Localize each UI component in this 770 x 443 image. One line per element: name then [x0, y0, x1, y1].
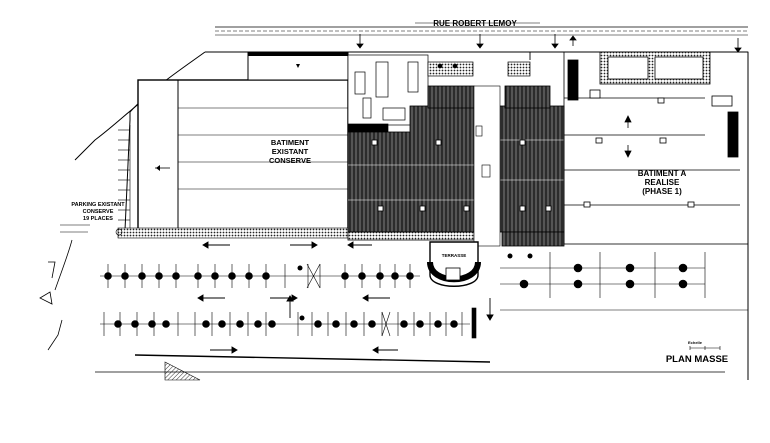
bottom-hatched-zone	[164, 361, 201, 381]
building-a-label-1: BATIMENT A	[638, 169, 687, 178]
parking-label-2: CONSERVE	[83, 209, 114, 215]
hatched-blocks	[347, 85, 565, 247]
terrace	[427, 241, 481, 287]
parking-label-1: PARKING EXISTANT	[71, 202, 125, 208]
traffic-arrows	[197, 52, 531, 354]
parking-rows-right	[500, 252, 748, 311]
street-access-arrows	[356, 34, 742, 53]
scale-bar	[689, 346, 721, 350]
plan-title: PLAN MASSE	[666, 354, 728, 365]
scale-label: Echelle	[688, 340, 703, 345]
accessible-parking-icons	[297, 253, 533, 321]
parking-row-1	[104, 264, 414, 288]
building-a	[563, 51, 749, 245]
corridor	[473, 85, 501, 247]
parking-label-3: 19 PLACES	[83, 216, 113, 222]
street-label: RUE ROBERT LEMOY	[433, 19, 517, 28]
building-a-label-3: (PHASE 1)	[642, 187, 682, 196]
existing-building	[117, 51, 349, 239]
access-curves	[39, 239, 73, 351]
parking-rows	[100, 263, 477, 339]
parking-row-2	[103, 312, 463, 336]
existing-building-label-2: EXISTANT	[272, 147, 309, 156]
building-a-label-2: REALISE	[645, 178, 680, 187]
terrace-label: TERRASSE	[442, 253, 467, 258]
existing-building-label-1: BATIMENT	[271, 138, 310, 147]
existing-building-label-3: CONSERVE	[269, 156, 311, 165]
street	[215, 22, 748, 36]
existing-parking	[60, 125, 131, 236]
